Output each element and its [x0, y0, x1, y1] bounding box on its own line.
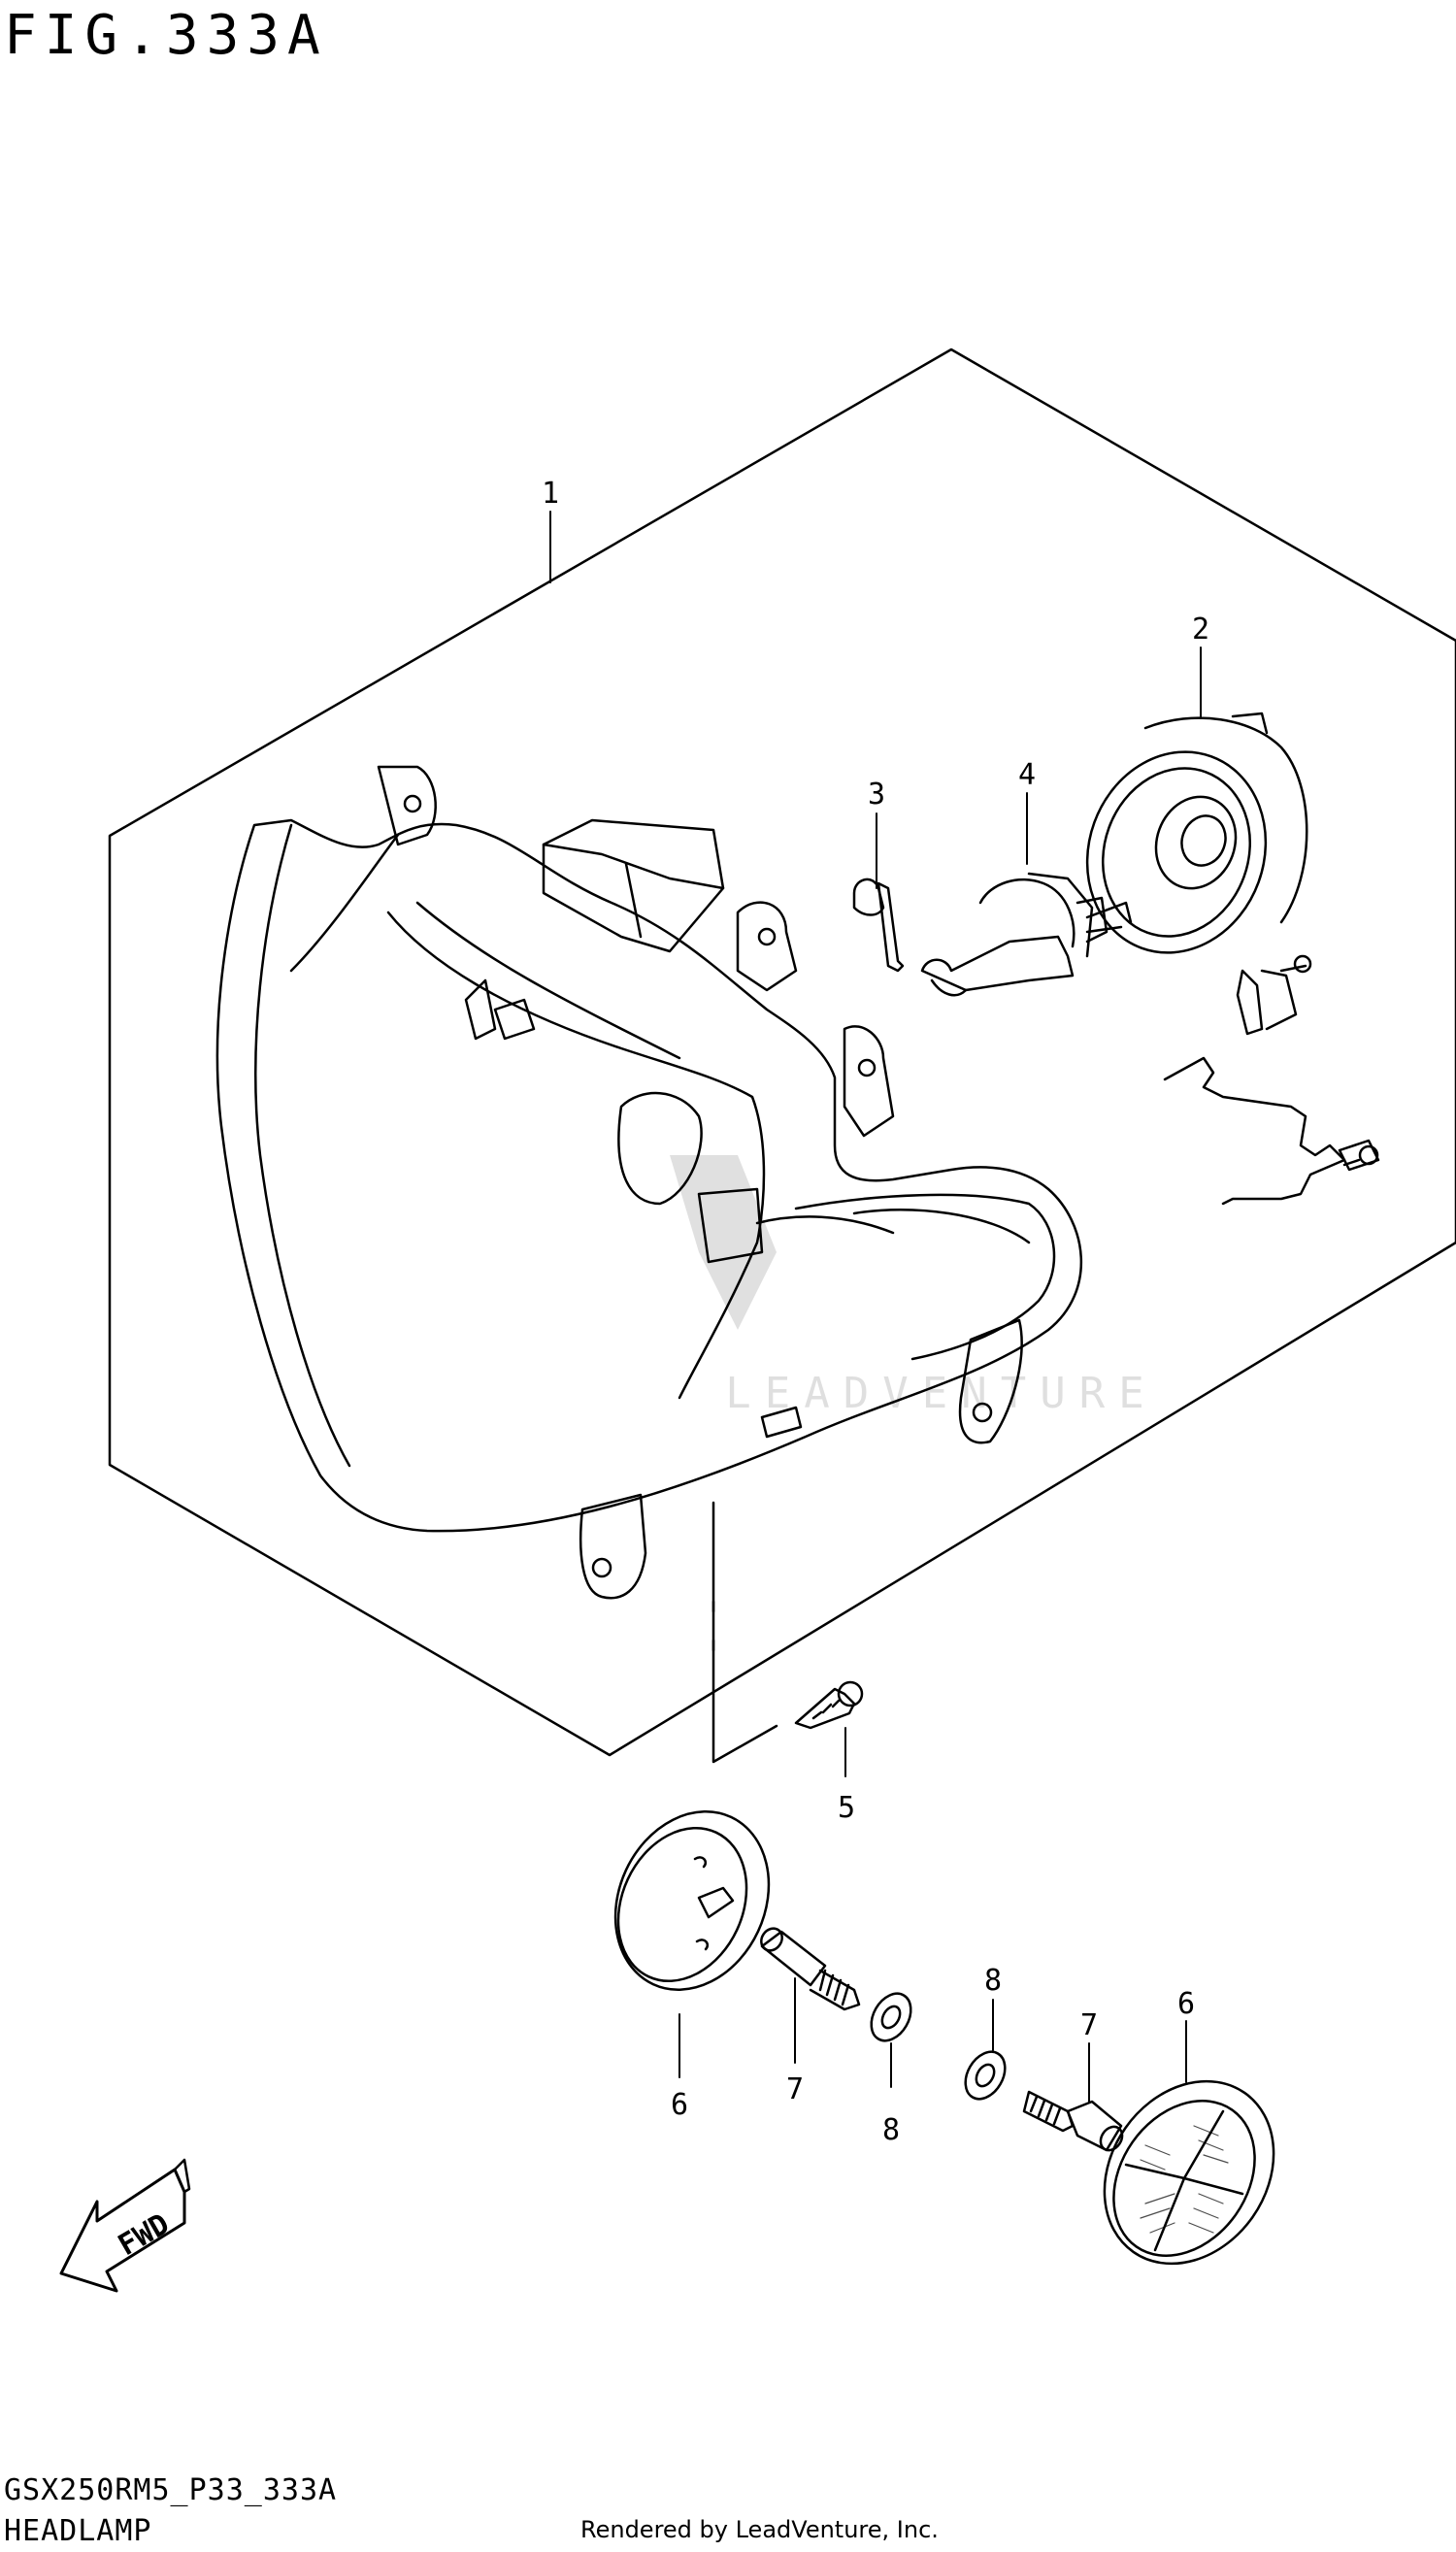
- callout-1: 1: [542, 477, 559, 511]
- diagram-code: GSX250RM5_P33_333A: [4, 2473, 338, 2507]
- socket-cover: [1085, 712, 1312, 1036]
- callout-8-left: 8: [882, 2113, 900, 2147]
- callout-4: 4: [1018, 758, 1036, 792]
- spacer-bolt-right: [1022, 2090, 1124, 2152]
- reflector-left: [613, 1810, 771, 1991]
- callout-3: 3: [868, 778, 885, 812]
- rendered-by-credit: Rendered by LeadVenture, Inc.: [580, 2516, 939, 2543]
- callout-leaders: [549, 511, 1202, 2103]
- wire-spring: [1163, 1056, 1380, 1206]
- watermark: LEADVENTURE: [670, 1155, 1157, 1418]
- callout-2: 2: [1192, 613, 1209, 646]
- washer-right: [964, 2050, 1007, 2101]
- figure-title: FIG.333A: [4, 4, 328, 67]
- bulb-clip: [852, 878, 905, 973]
- callout-8-right: 8: [984, 1964, 1002, 1998]
- callout-6-left: 6: [671, 2088, 688, 2122]
- callout-5: 5: [838, 1791, 855, 1825]
- watermark-text: LEADVENTURE: [725, 1369, 1157, 1418]
- reflector-right: [1103, 2079, 1275, 2266]
- washer-left: [870, 1992, 912, 2042]
- callout-7-left: 7: [786, 2072, 804, 2106]
- watermark-logo: [670, 1155, 777, 1330]
- halogen-bulb: [920, 872, 1133, 997]
- screw: [711, 1501, 864, 1764]
- spacer-bolt-left: [760, 1927, 861, 2011]
- callout-labels: 1 2 3 4 5 6 7 8 8 7 6: [542, 477, 1209, 2147]
- diagram-caption: HEADLAMP: [4, 2514, 152, 2548]
- headlamp-housing: [215, 765, 1082, 1600]
- assembly-outline: [108, 348, 1456, 1757]
- callout-6-right: 6: [1177, 1987, 1195, 2021]
- callout-7-right: 7: [1080, 2008, 1098, 2042]
- fwd-arrow: FWD: [59, 2158, 191, 2293]
